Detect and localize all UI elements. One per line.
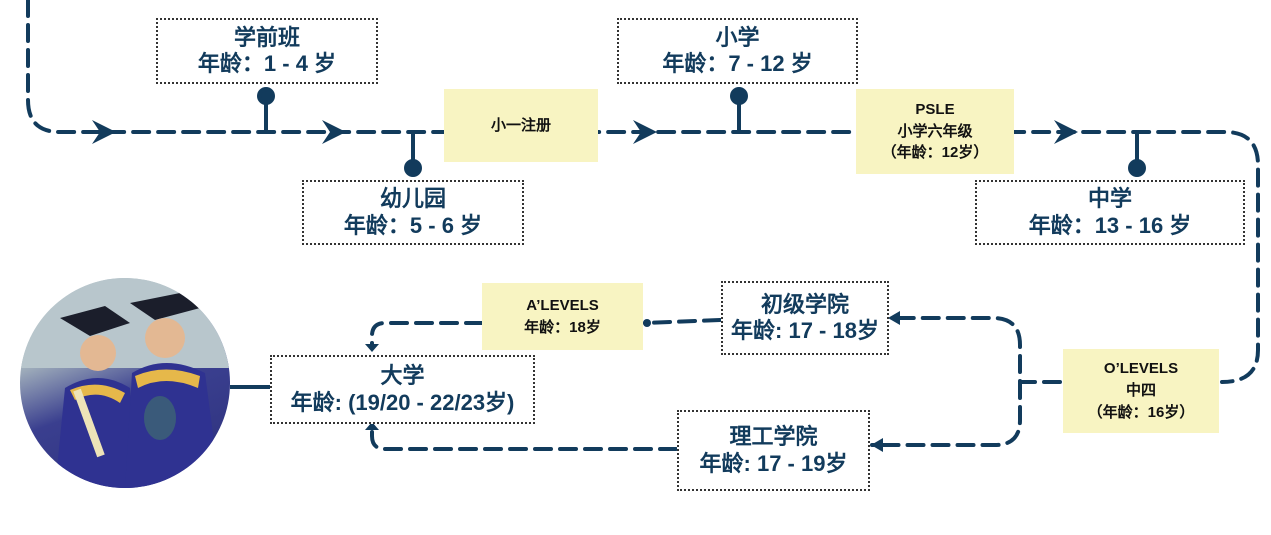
note-line: 中四 <box>1125 382 1156 400</box>
note-psle: PSLE 小学六年级 （年龄：12岁） <box>856 89 1014 174</box>
stage-title: 学前班 <box>233 24 300 50</box>
stage-preschool: 学前班 年龄：1 - 4 岁 <box>156 18 378 84</box>
note-p1-registration: 小一注册 <box>444 89 598 162</box>
graduates-illustration <box>20 278 230 488</box>
stage-kindergarten: 幼儿园 年龄：5 - 6 岁 <box>302 180 524 245</box>
flow-path-branch <box>888 316 1062 384</box>
stage-age: 年龄：7 - 12 岁 <box>662 51 813 76</box>
stage-age: 年龄：5 - 6 岁 <box>343 212 483 238</box>
stage-title: 中学 <box>1087 186 1132 212</box>
arrow-icon <box>365 422 379 430</box>
stage-title: 幼儿园 <box>379 186 446 212</box>
flow-path-top <box>26 0 1260 384</box>
stage-age: 年龄: 17 - 18岁 <box>731 318 879 343</box>
stage-secondary: 中学 年龄：13 - 16 岁 <box>975 180 1245 245</box>
stage-age: 年龄：1 - 4 岁 <box>197 51 337 76</box>
pin-dot <box>404 159 422 177</box>
arrow-icon <box>871 438 883 452</box>
arrow-icon <box>633 120 657 144</box>
note-line: 小一注册 <box>490 116 551 134</box>
graduates-photo <box>20 278 230 488</box>
stage-title: 理工学院 <box>729 424 818 450</box>
stage-title: 大学 <box>380 363 425 389</box>
arrow-icon <box>92 120 116 144</box>
pin-dot <box>1128 159 1146 177</box>
flow-path-jc-a <box>643 318 722 325</box>
arrow-icon <box>322 120 346 144</box>
note-line: （年龄：12岁） <box>881 144 989 162</box>
note-line: （年龄：16岁） <box>1087 403 1195 421</box>
pin-dot <box>730 87 748 105</box>
stage-polytechnic: 理工学院 年龄: 17 - 19岁 <box>677 410 870 491</box>
arrow-icon <box>365 344 379 352</box>
stage-university: 大学 年龄: (19/20 - 22/23岁) <box>270 355 535 424</box>
stage-title: 小学 <box>715 24 760 50</box>
stage-title: 初级学院 <box>760 291 849 317</box>
pin-dot <box>257 87 275 105</box>
note-a-levels: A’LEVELS 年龄：18岁 <box>482 283 643 350</box>
stage-junior-college: 初级学院 年龄: 17 - 18岁 <box>721 281 889 355</box>
stage-age: 年龄: (19/20 - 22/23岁) <box>290 389 515 415</box>
dot-marker <box>643 319 651 327</box>
stage-primary: 小学 年龄：7 - 12 岁 <box>617 18 858 84</box>
note-line: O’LEVELS <box>1103 360 1179 378</box>
note-o-levels: O’LEVELS 中四 （年龄：16岁） <box>1063 349 1219 433</box>
stage-age: 年龄: 17 - 19岁 <box>699 450 848 476</box>
flow-path-poly-uni <box>370 426 678 451</box>
stage-age: 年龄：13 - 16 岁 <box>1028 212 1192 238</box>
flow-path-a-uni <box>370 321 484 347</box>
flow-path-poly <box>870 380 1022 447</box>
note-line: PSLE <box>915 100 955 118</box>
arrow-icon <box>1054 120 1078 144</box>
note-line: A’LEVELS <box>526 296 599 314</box>
note-line: 年龄：18岁 <box>524 318 601 336</box>
note-line: 小学六年级 <box>897 122 973 140</box>
arrow-icon <box>888 311 900 325</box>
